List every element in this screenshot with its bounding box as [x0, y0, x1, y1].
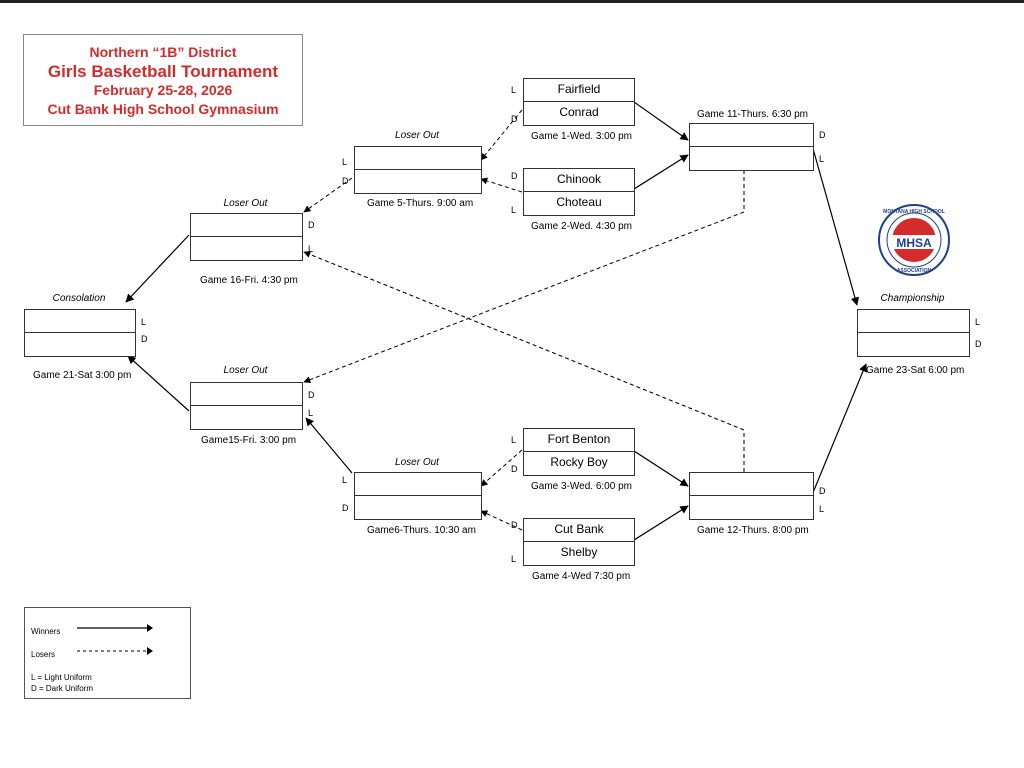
game-6-slot	[354, 472, 482, 520]
tournament-dates: February 25-28, 2026	[93, 82, 233, 98]
legend-losers-label: Losers	[31, 650, 56, 659]
uniform-label: L	[819, 154, 825, 164]
uniform-label: D	[342, 176, 349, 186]
legend-dark-uniform: D = Dark Uniform	[31, 684, 94, 693]
logo-center-text: MHSA	[896, 236, 932, 250]
game-15-header: Loser Out	[223, 365, 268, 376]
uniform-label: D	[511, 464, 518, 474]
game-16-caption: Game 16-Fri. 4:30 pm	[200, 275, 298, 286]
uniform-label: D	[308, 390, 315, 400]
game-11-caption: Game 11-Thurs. 6:30 pm	[697, 109, 808, 120]
team-shelby: Shelby	[560, 545, 598, 559]
uniform-label: L	[308, 244, 314, 254]
game-3-slot: Fort Benton Rocky Boy	[523, 428, 635, 476]
game-5-caption: Game 5-Thurs. 9:00 am	[367, 198, 474, 209]
legend-box: Winners Losers L = Light Uniform D = Dar…	[24, 607, 191, 699]
logo-bottom-text: ASSOCIATION	[897, 268, 932, 274]
uniform-label: D	[342, 503, 349, 513]
team-fairfield: Fairfield	[557, 82, 601, 96]
uniform-label: L	[975, 317, 981, 327]
game-1-slot: Fairfield Conrad	[523, 78, 635, 126]
team-fort-benton: Fort Benton	[547, 432, 611, 446]
game-4-caption: Game 4-Wed 7:30 pm	[532, 571, 631, 582]
legend-light-uniform: L = Light Uniform	[31, 673, 92, 682]
tournament-title: Girls Basketball Tournament	[47, 62, 279, 81]
legend-winners-line	[77, 624, 153, 632]
team-cut-bank: Cut Bank	[554, 522, 604, 536]
uniform-label: D	[511, 520, 518, 530]
uniform-label: L	[308, 408, 314, 418]
uniform-label: L	[511, 554, 517, 564]
game-16-header: Loser Out	[223, 198, 268, 209]
tournament-title-box: Northern “1B” District Girls Basketball …	[23, 34, 303, 126]
game-2-caption: Game 2-Wed. 4:30 pm	[531, 221, 632, 232]
game-1-caption: Game 1-Wed. 3:00 pm	[531, 131, 632, 142]
uniform-label: L	[342, 157, 348, 167]
uniform-label: D	[819, 486, 826, 496]
mhsa-logo: MHSA MONTANA HIGH SCHOOL ASSOCIATION	[877, 203, 951, 277]
championship-header: Championship	[880, 293, 945, 304]
team-rocky-boy: Rocky Boy	[550, 455, 608, 469]
game-21-caption: Game 21-Sat 3:00 pm	[33, 370, 132, 381]
game-5-header: Loser Out	[395, 130, 439, 141]
team-choteau: Choteau	[556, 195, 602, 209]
game-12-caption: Game 12-Thurs. 8:00 pm	[697, 525, 809, 536]
uniform-label: L	[141, 317, 147, 327]
game-12-slot	[689, 472, 814, 520]
game-21-slot	[24, 309, 136, 357]
legend-winners-label: Winners	[31, 627, 61, 636]
team-chinook: Chinook	[556, 172, 602, 186]
logo-arc-text: MONTANA HIGH SCHOOL	[883, 209, 945, 215]
uniform-label: D	[308, 220, 315, 230]
game-6-header: Loser Out	[395, 457, 439, 468]
legend-losers-line	[77, 647, 153, 655]
uniform-label: L	[819, 504, 825, 514]
game-15-caption: Game15-Fri. 3:00 pm	[201, 435, 297, 446]
district-title: Northern “1B” District	[89, 44, 237, 60]
team-conrad: Conrad	[559, 105, 599, 119]
tournament-venue: Cut Bank High School Gymnasium	[47, 101, 279, 117]
consolation-header: Consolation	[52, 293, 106, 304]
uniform-label: D	[975, 339, 982, 349]
game-5-slot	[354, 146, 482, 194]
uniform-label: D	[511, 114, 518, 124]
uniform-label: L	[511, 205, 517, 215]
uniform-label: D	[511, 171, 518, 181]
game-4-slot: Cut Bank Shelby	[523, 518, 635, 566]
game-3-caption: Game 3-Wed. 6:00 pm	[531, 481, 632, 492]
game-15-slot	[190, 382, 303, 430]
uniform-label: L	[342, 475, 348, 485]
game-6-caption: Game6-Thurs. 10:30 am	[367, 525, 476, 536]
game-16-slot	[190, 213, 303, 261]
game-11-slot	[689, 123, 814, 171]
game-2-slot: Chinook Choteau	[523, 168, 635, 216]
game-23-slot	[857, 309, 970, 357]
top-border	[0, 0, 1024, 3]
game-23-caption: Game 23-Sat 6:00 pm	[866, 365, 965, 376]
uniform-label: D	[141, 334, 148, 344]
uniform-label: L	[511, 435, 517, 445]
uniform-label: L	[511, 85, 517, 95]
uniform-label: D	[819, 130, 826, 140]
